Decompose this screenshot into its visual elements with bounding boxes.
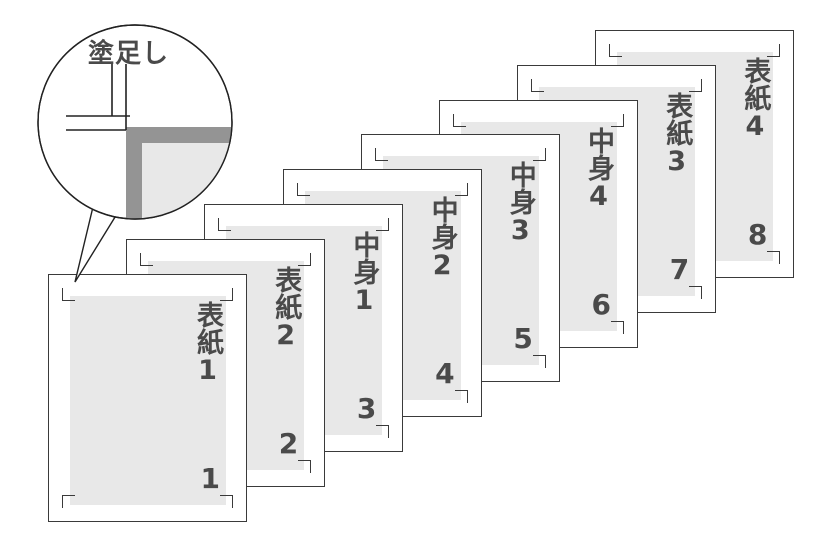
sheet-label: 表紙4 — [739, 56, 771, 142]
sheet-page-number: 5 — [513, 322, 533, 356]
sheet-label: 表紙3 — [661, 91, 693, 177]
crop-mark-tl — [296, 183, 310, 197]
bleed-band-top — [126, 127, 232, 143]
sheet-page-number: 1 — [200, 462, 220, 495]
sheet-label: 表紙2 — [270, 266, 302, 352]
sheet-page-number: 8 — [747, 217, 768, 251]
sheet-page-number: 4 — [435, 357, 455, 391]
crop-mark-tl — [218, 218, 232, 232]
crop-mark-br — [767, 250, 781, 264]
callout-tail — [74, 185, 130, 283]
crop-mark-br — [298, 460, 312, 474]
crop-mark-tr — [767, 43, 781, 57]
crop-mark-tl — [531, 78, 545, 92]
sheet-label: 中身2 — [426, 196, 458, 282]
sheet-page-number: 7 — [669, 252, 690, 286]
crop-mark-tl — [62, 288, 75, 301]
crop-mark-br — [376, 425, 390, 439]
sheet-page-number: 2 — [278, 427, 299, 461]
crop-mark-br — [689, 285, 703, 299]
crop-mark-tl — [609, 43, 623, 57]
crop-mark-tr — [298, 253, 312, 267]
sheet-1: 表紙1 1 — [48, 274, 247, 522]
sheet-label: 中身4 — [583, 126, 614, 212]
crop-mark-tr — [532, 148, 546, 162]
crop-mark-tr — [611, 113, 624, 127]
crop-mark-bl — [62, 495, 75, 508]
crop-mark-tl — [453, 113, 466, 127]
sheet-content-area — [70, 296, 226, 505]
sheet-page-number: 3 — [356, 392, 377, 426]
crop-mark-br — [454, 390, 468, 404]
callout-label: 塗足し — [88, 39, 170, 69]
crop-mark-tr — [220, 288, 233, 301]
crop-mark-br — [611, 320, 624, 334]
bleed-band-left — [126, 127, 142, 219]
sheet-page-number: 6 — [591, 287, 611, 321]
sheet-label: 表紙1 — [192, 301, 223, 386]
crop-mark-tr — [376, 218, 390, 232]
sheet-label: 中身1 — [348, 231, 380, 317]
crop-mark-tr — [689, 78, 703, 92]
sheet-label: 中身3 — [504, 161, 536, 247]
crop-mark-tl — [140, 253, 154, 267]
crop-mark-br — [532, 355, 546, 369]
crop-mark-tr — [454, 183, 468, 197]
crop-mark-br — [220, 495, 233, 508]
crop-mark-tl — [374, 148, 388, 162]
